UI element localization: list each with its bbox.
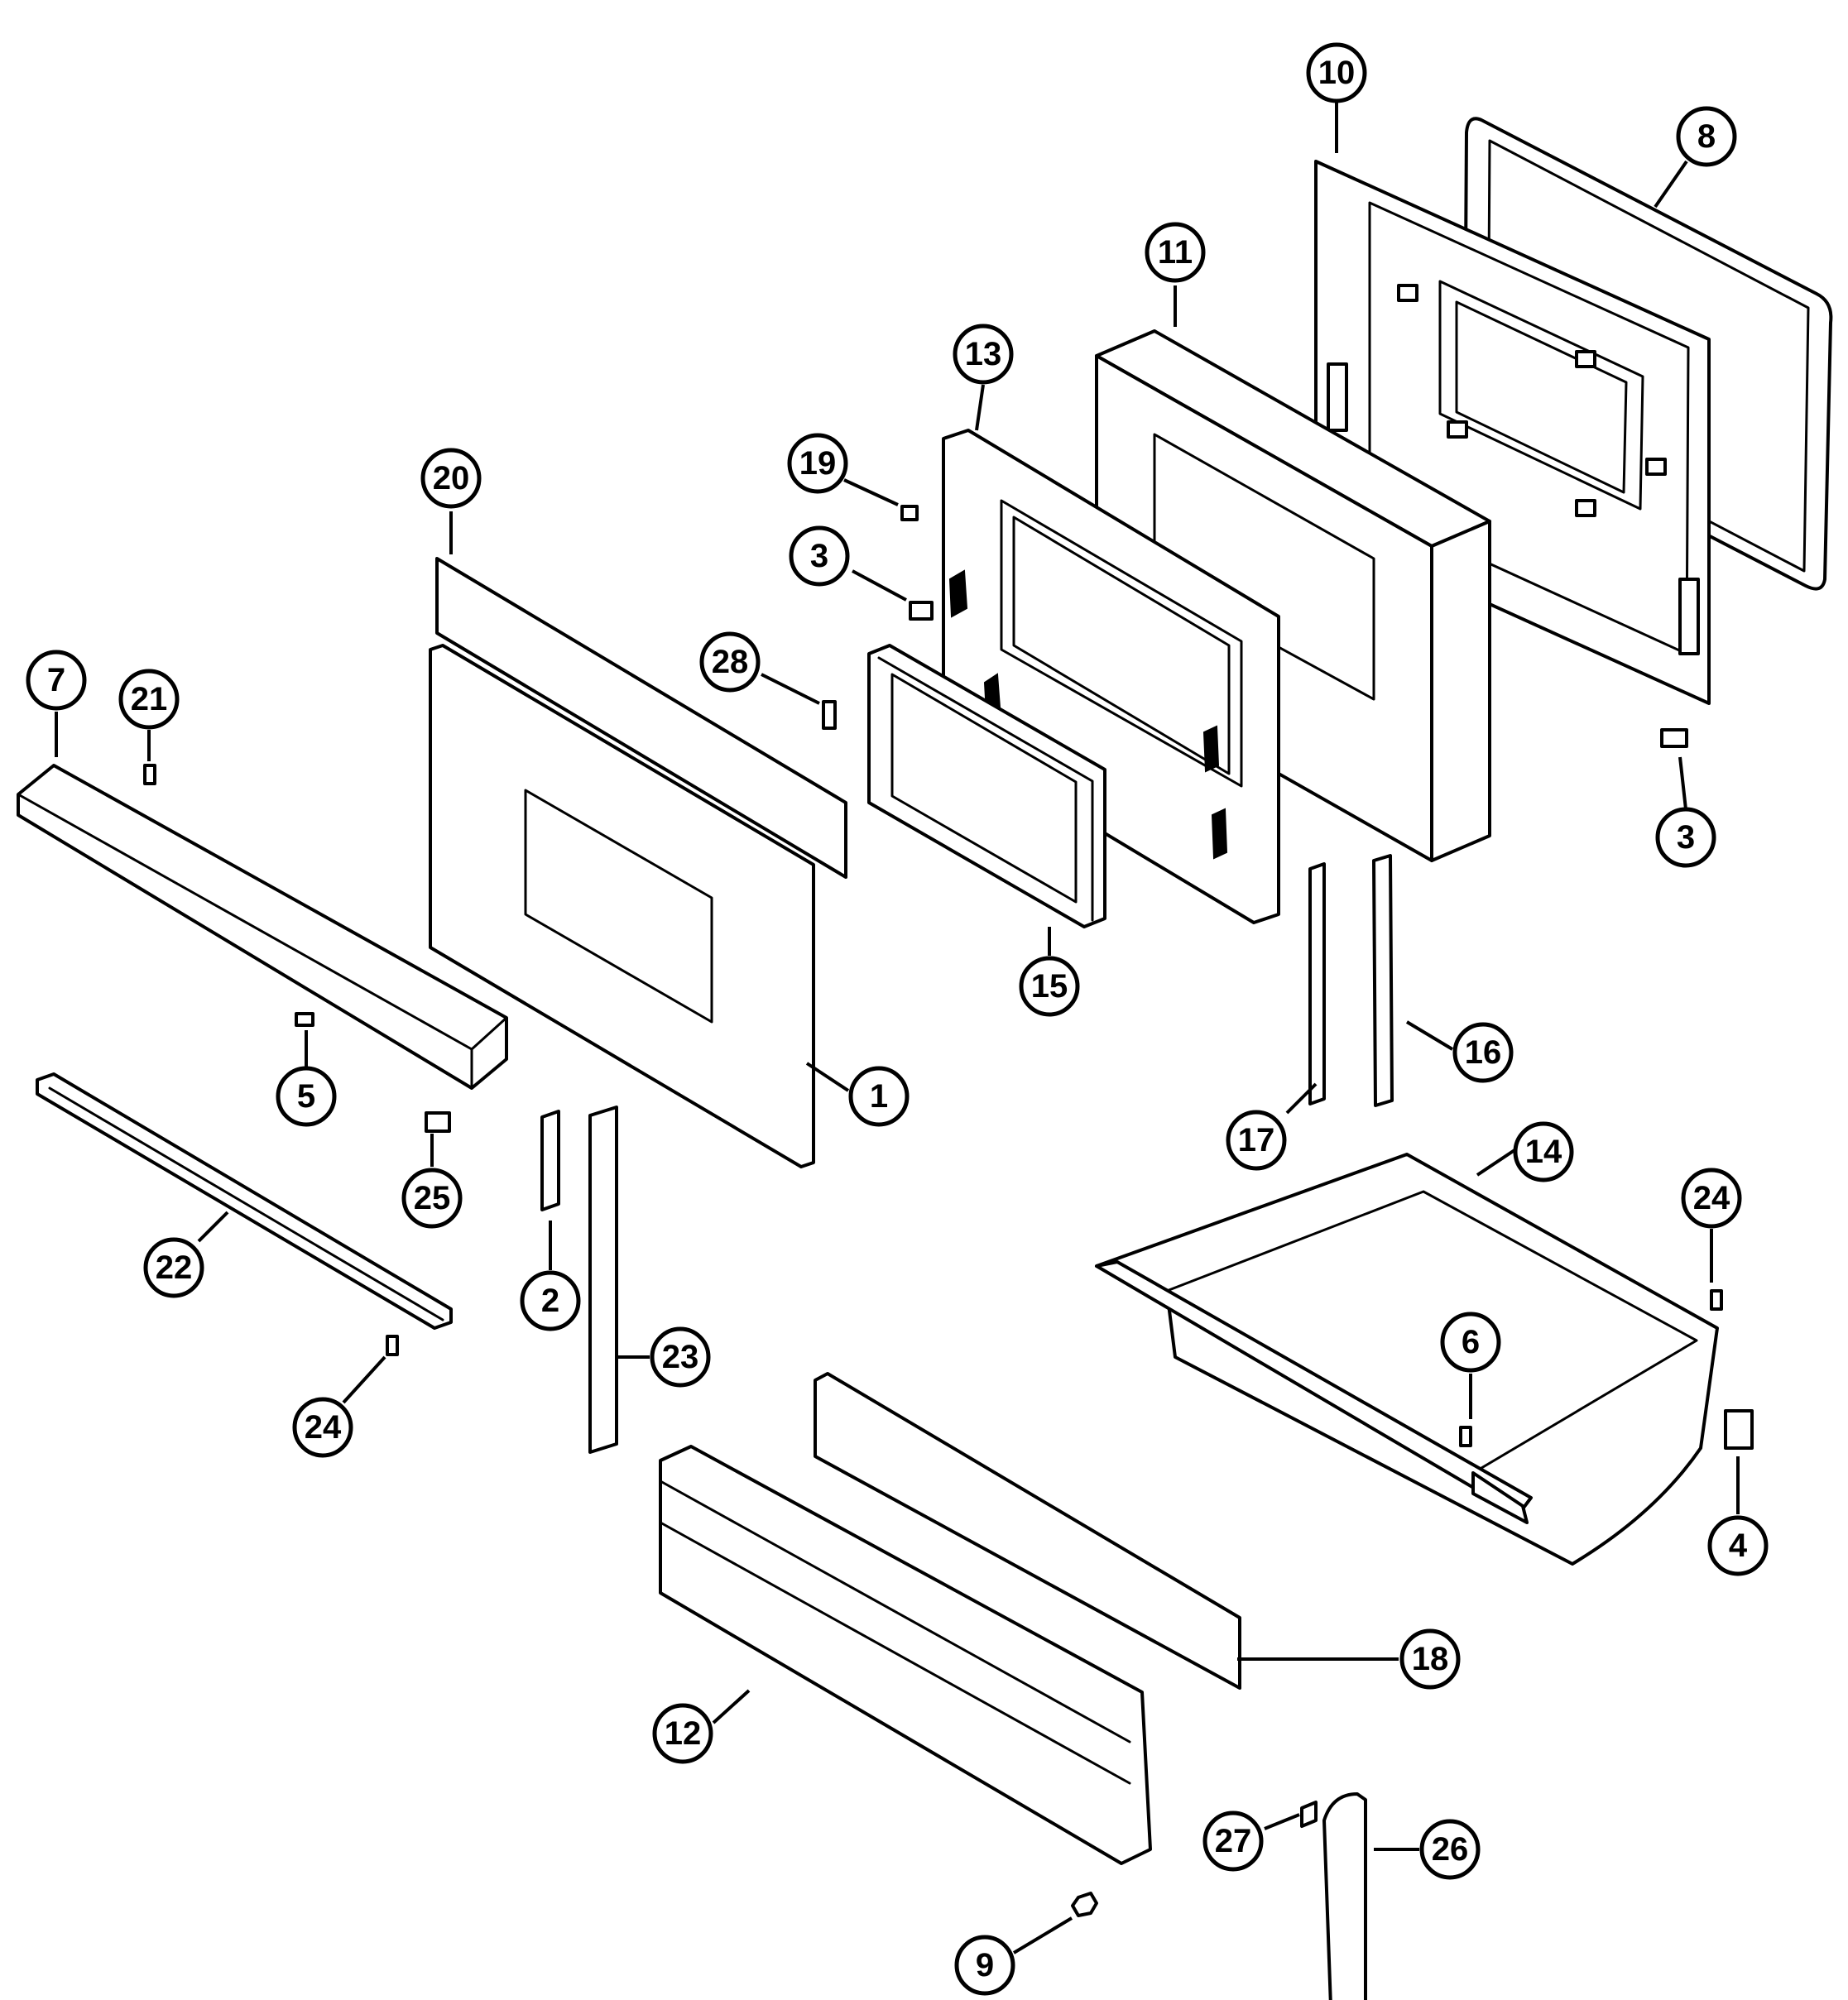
part-drawer-pan: [1095, 1153, 1719, 1566]
part-trim-strip: [435, 557, 847, 879]
callout-label: 7: [47, 662, 65, 698]
part-vertical-trim: [588, 1106, 618, 1454]
part-drawer-handle-trim: [1322, 1792, 1367, 2000]
callout-label: 27: [1215, 1823, 1252, 1859]
callout-6: 6: [1440, 1312, 1501, 1373]
callout-label: 12: [665, 1715, 702, 1752]
callout-label: 13: [965, 336, 1002, 372]
callout-20: 20: [420, 448, 482, 509]
callout-16: 16: [1452, 1022, 1514, 1083]
part-side-strip: [1308, 862, 1326, 1106]
callout-label: 19: [799, 445, 837, 482]
callout-13: 13: [953, 324, 1014, 385]
callout-label: 25: [414, 1180, 451, 1216]
callout-24-right: 24: [1681, 1168, 1742, 1229]
part-small-strip: [540, 1110, 560, 1211]
callout-label: 14: [1525, 1134, 1562, 1170]
callout-label: 11: [1158, 234, 1193, 271]
callout-12: 12: [652, 1703, 713, 1764]
callout-4: 4: [1707, 1515, 1769, 1576]
callout-28: 28: [699, 631, 761, 693]
part-clip-25: [425, 1111, 451, 1133]
part-side-channel: [1372, 854, 1394, 1107]
callout-17: 17: [1226, 1110, 1287, 1171]
callout-label: 10: [1318, 55, 1356, 91]
callout-label: 15: [1031, 968, 1068, 1005]
callout-1: 1: [848, 1066, 910, 1127]
callout-7: 7: [26, 650, 87, 711]
callout-label: 9: [976, 1947, 994, 1983]
callout-label: 26: [1432, 1831, 1469, 1868]
part-screw-24-right: [1710, 1289, 1723, 1311]
part-bumper-4: [1724, 1409, 1754, 1450]
part-vent-trim: [17, 764, 508, 1090]
callout-9: 9: [954, 1935, 1015, 1996]
part-drawer-front: [659, 1445, 1152, 1865]
part-screw-6: [1459, 1426, 1472, 1447]
callout-label: 24: [1693, 1180, 1730, 1216]
part-nut-9: [1071, 1892, 1098, 1917]
callout-27: 27: [1202, 1811, 1264, 1872]
part-clip-3-right: [1660, 728, 1688, 748]
part-clip-28: [822, 700, 837, 730]
part-lower-rail: [36, 1072, 453, 1330]
callout-label: 24: [305, 1409, 342, 1446]
callout-3: 3: [789, 525, 850, 587]
callout-label: 2: [541, 1283, 559, 1319]
callout-11: 11: [1145, 222, 1206, 283]
callout-label: 28: [712, 644, 749, 680]
callout-2: 2: [520, 1270, 581, 1331]
callout-8: 8: [1676, 106, 1737, 167]
callout-label: 3: [1677, 819, 1695, 856]
part-screw-24-left: [386, 1335, 399, 1356]
callout-25: 25: [401, 1168, 463, 1229]
callout-label: 3: [810, 538, 828, 574]
leader-lines: [55, 101, 1740, 1954]
callout-label: 5: [297, 1078, 315, 1115]
callout-label: 21: [131, 681, 168, 717]
callout-5: 5: [276, 1066, 337, 1127]
part-spacer-19: [900, 505, 919, 521]
callout-label: 22: [156, 1249, 193, 1286]
callout-22: 22: [143, 1237, 204, 1298]
callout-label: 17: [1238, 1122, 1275, 1158]
callout-14: 14: [1513, 1121, 1574, 1182]
callout-label: 18: [1412, 1641, 1449, 1677]
callout-label: 1: [870, 1078, 888, 1115]
callout-26: 26: [1419, 1819, 1481, 1880]
callout-label: 4: [1729, 1528, 1748, 1564]
callout-label: 23: [662, 1339, 699, 1375]
callout-label: 20: [433, 460, 470, 496]
callout-label: 6: [1462, 1324, 1480, 1360]
callout-label: 8: [1697, 118, 1716, 155]
callout-label: 16: [1465, 1034, 1502, 1071]
part-outer-door-panel: [429, 644, 815, 1168]
callouts: 10 8 11 13 19 20 3 28 7 21 3 15 1 5 16 1…: [26, 42, 1769, 1996]
callout-15: 15: [1019, 956, 1080, 1017]
callout-19: 19: [787, 433, 848, 494]
part-clip-3: [909, 601, 934, 621]
part-screw-5: [295, 1012, 314, 1027]
callout-10: 10: [1306, 42, 1367, 103]
part-drawer-rear-panel: [814, 1372, 1241, 1690]
part-window-pack: [867, 644, 1106, 928]
part-clip-27: [1300, 1801, 1318, 1828]
callout-23: 23: [650, 1326, 711, 1388]
callout-3-right: 3: [1655, 807, 1716, 868]
callout-18: 18: [1399, 1628, 1461, 1690]
callout-21: 21: [118, 669, 180, 730]
callout-24-left: 24: [292, 1397, 353, 1458]
part-screw-21: [143, 764, 156, 785]
